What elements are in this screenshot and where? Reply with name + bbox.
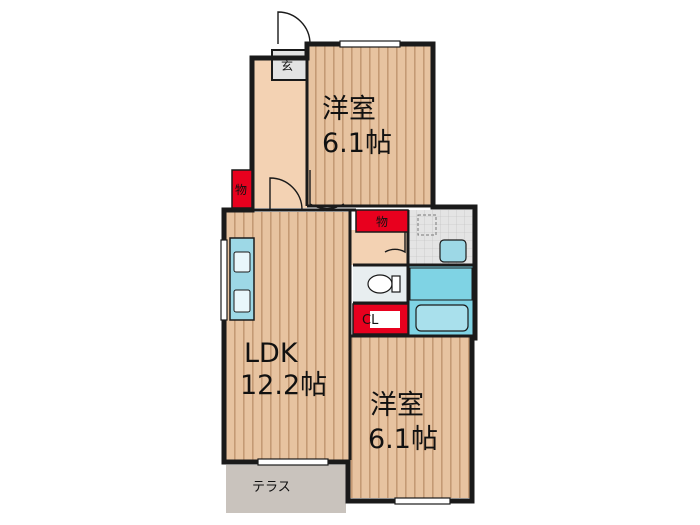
- bedroom-bottom-floor: [350, 336, 470, 498]
- ldk-size: 12.2帖: [240, 370, 327, 401]
- inner-walls: [252, 44, 475, 460]
- toilet-icon: [367, 274, 393, 294]
- closet-label: CL: [362, 313, 379, 328]
- entrance-label: 玄: [281, 58, 293, 73]
- entrance-floor: [271, 49, 308, 81]
- bedroom-top-floor: [307, 44, 431, 205]
- ldk-name: LDK: [244, 338, 299, 369]
- terrace-floor: [226, 465, 346, 513]
- windows: [220, 40, 451, 505]
- storage-mid-box: [355, 209, 409, 233]
- storage-left-box: [231, 169, 253, 209]
- kitchen-stove: [233, 289, 251, 313]
- walls: [221, 41, 478, 504]
- bath-counter: [409, 267, 473, 301]
- washbasin-icon: [439, 239, 467, 263]
- bedroom-bottom-size: 6.1帖: [368, 424, 438, 455]
- storage-mid-label: 物: [376, 215, 388, 229]
- bedroom-top-name: 洋室: [322, 94, 376, 125]
- kitchen-sink: [233, 251, 251, 273]
- doors: [269, 11, 406, 254]
- bedroom-bottom-name: 洋室: [370, 390, 424, 421]
- storage-left-label: 物: [235, 183, 247, 197]
- hall-mid-floor: [350, 230, 408, 265]
- hallway-floor: [254, 58, 307, 208]
- terrace-label: テラス: [252, 480, 291, 495]
- bathtub-icon: [415, 304, 469, 332]
- bedroom-top-size: 6.1帖: [322, 128, 392, 159]
